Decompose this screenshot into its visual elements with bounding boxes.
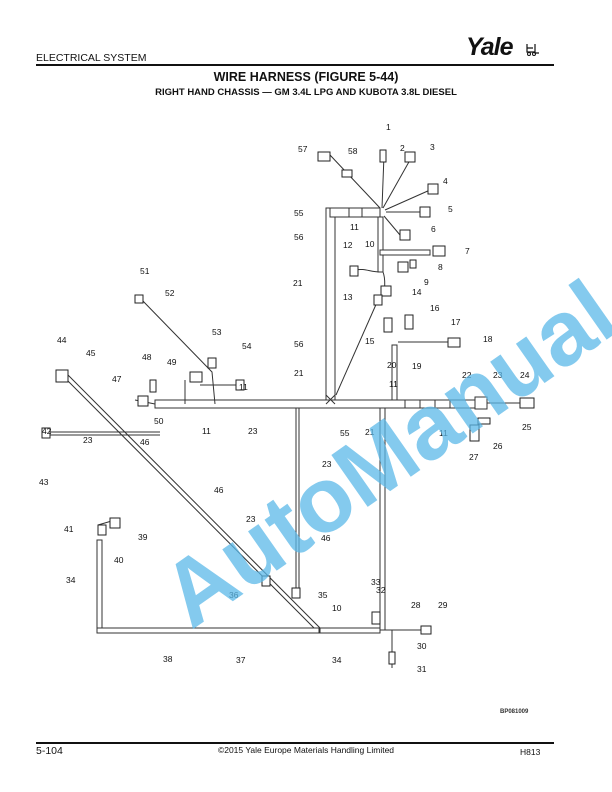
- callout-15: 15: [365, 336, 375, 346]
- callout-42: 42: [42, 426, 52, 436]
- callout-21: 21: [293, 278, 303, 288]
- page-number: 5-104: [36, 745, 63, 757]
- callout-20: 20: [387, 360, 397, 370]
- callout-54: 54: [242, 341, 252, 351]
- callout-55: 55: [340, 428, 350, 438]
- callout-11: 11: [439, 428, 448, 438]
- header-rule: [36, 64, 554, 66]
- callout-23: 23: [322, 459, 332, 469]
- callout-16: 16: [430, 303, 440, 313]
- callout-39: 39: [138, 532, 148, 542]
- callout-45: 45: [86, 348, 96, 358]
- callout-11: 11: [350, 222, 359, 232]
- callout-51: 51: [140, 266, 150, 276]
- callout-24: 24: [520, 370, 530, 380]
- callout-56: 56: [294, 232, 304, 242]
- callout-18: 18: [483, 334, 493, 344]
- callout-33: 33: [371, 577, 381, 587]
- callout-21: 21: [365, 427, 375, 437]
- callout-47: 47: [112, 374, 122, 384]
- callout-55: 55: [294, 208, 304, 218]
- callout-34: 34: [66, 575, 76, 585]
- callout-3: 3: [430, 142, 435, 152]
- yale-logo: Yale: [466, 33, 514, 61]
- callout-32: 32: [376, 585, 386, 595]
- callout-30: 30: [417, 641, 427, 651]
- callout-35: 35: [318, 590, 328, 600]
- footer-rule: [36, 742, 554, 744]
- callout-40: 40: [114, 555, 124, 565]
- callout-28: 28: [411, 600, 421, 610]
- callout-31: 31: [417, 664, 427, 674]
- callout-52: 52: [165, 288, 175, 298]
- callout-41: 41: [64, 524, 74, 534]
- callout-23: 23: [246, 514, 256, 524]
- callout-48: 48: [142, 352, 152, 362]
- section-title: ELECTRICAL SYSTEM: [36, 52, 147, 64]
- callout-4: 4: [443, 176, 448, 186]
- callout-58: 58: [348, 146, 358, 156]
- callout-23: 23: [248, 426, 258, 436]
- callout-7: 7: [465, 246, 470, 256]
- figure-title: WIRE HARNESS (FIGURE 5-44): [213, 70, 399, 84]
- callout-11: 11: [239, 382, 248, 392]
- callout-29: 29: [438, 600, 448, 610]
- callout-44: 44: [57, 335, 67, 345]
- figure-code: BP081009: [500, 709, 529, 715]
- callout-10: 10: [332, 603, 342, 613]
- figure-subtitle: RIGHT HAND CHASSIS — GM 3.4L LPG AND KUB…: [155, 87, 457, 98]
- callout-46: 46: [321, 533, 331, 543]
- copyright: ©2015 Yale Europe Materials Handling Lim…: [217, 745, 395, 755]
- callout-46: 46: [214, 485, 224, 495]
- callout-22: 22: [462, 370, 472, 380]
- callout-25: 25: [522, 422, 532, 432]
- callout-26: 26: [493, 441, 503, 451]
- callout-9: 9: [424, 277, 429, 287]
- callout-11: 11: [389, 379, 398, 389]
- callout-38: 38: [163, 654, 173, 664]
- callout-2: 2: [400, 143, 405, 153]
- callout-8: 8: [438, 262, 443, 272]
- model-code: H813: [520, 747, 541, 757]
- harness-lines: [45, 154, 520, 668]
- callout-6: 6: [431, 224, 436, 234]
- callout-10: 10: [365, 239, 375, 249]
- forklift-icon: [526, 44, 539, 56]
- callout-56: 56: [294, 339, 304, 349]
- callout-43: 43: [39, 477, 49, 487]
- callout-14: 14: [412, 287, 422, 297]
- callout-49: 49: [167, 357, 177, 367]
- callout-37: 37: [236, 655, 246, 665]
- callout-50: 50: [154, 416, 164, 426]
- callout-36: 36: [229, 590, 239, 600]
- callout-46: 46: [140, 437, 150, 447]
- callout-23: 23: [493, 370, 503, 380]
- callout-27: 27: [469, 452, 479, 462]
- callout-13: 13: [343, 292, 353, 302]
- callout-12: 12: [343, 240, 353, 250]
- callout-19: 19: [412, 361, 422, 371]
- callout-1: 1: [386, 122, 391, 132]
- callout-53: 53: [212, 327, 222, 337]
- callout-5: 5: [448, 204, 453, 214]
- callout-21: 21: [294, 368, 304, 378]
- callout-57: 57: [298, 144, 308, 154]
- callout-34: 34: [332, 655, 342, 665]
- callout-23: 23: [83, 435, 93, 445]
- connectors: [41, 149, 535, 665]
- callout-17: 17: [451, 317, 461, 327]
- callout-11: 11: [202, 426, 211, 436]
